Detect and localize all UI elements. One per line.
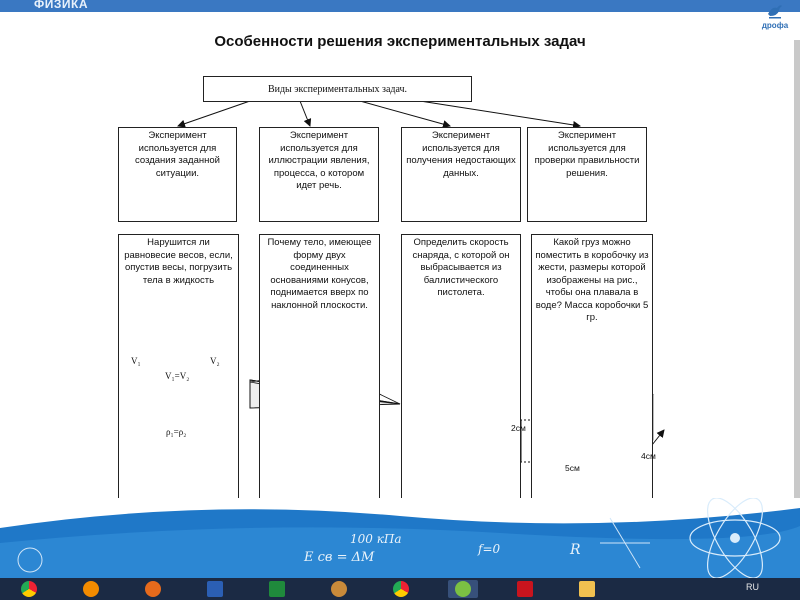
avast-icon[interactable] (76, 580, 106, 598)
example-box-4: Какой груз можно поместить в коробочку и… (531, 234, 653, 499)
footer-formula-3: E св = ΔM (304, 550, 375, 565)
example-box-3: Определить скорость снаряда, с которой о… (401, 234, 521, 499)
root-box: Виды экспериментальных задач. (203, 76, 472, 102)
footer-formula-4: f=0 (478, 542, 501, 556)
volume-equality: V₁=V₂ (165, 371, 190, 381)
slide-edge (794, 40, 800, 585)
paint-icon[interactable] (324, 580, 354, 598)
height-label: 2см (511, 423, 526, 433)
subject-label: ФИЗИКА (34, 0, 88, 11)
category-box-3: Эксперимент используется для получения н… (401, 127, 521, 222)
word-icon[interactable] (200, 580, 230, 598)
footer-formula-1: d³ (560, 512, 574, 527)
files-icon[interactable] (572, 580, 602, 598)
header-bar: ФИЗИКА (0, 0, 800, 12)
bird-logo-icon (768, 5, 782, 19)
taskbar: RU (0, 578, 800, 600)
footer-background (0, 498, 800, 578)
category-box-2: Эксперимент используется для иллюстрации… (259, 127, 379, 222)
logo-text: дрофа (761, 21, 789, 30)
category-box-1: Эксперимент используется для создания за… (118, 127, 237, 222)
footer-formula-5: R (570, 542, 581, 558)
v2-label: V₂ (210, 356, 220, 366)
utorrent-icon[interactable] (448, 580, 478, 598)
example-text-4: Какой груз можно поместить в коробочку и… (535, 237, 649, 323)
example-box-2: Почему тело, имеющее форму двух соединен… (259, 234, 380, 499)
excel-icon[interactable] (262, 580, 292, 598)
example-box-1: Нарушится ли равновесие весов, если, опу… (118, 234, 239, 499)
decorative-footer: d³ 100 кПа E св = ΔM f=0 R (0, 498, 800, 578)
v1-label: V₁ (131, 356, 141, 366)
footer-formula-2: 100 кПа (350, 532, 402, 546)
chrome-icon[interactable] (386, 580, 416, 598)
firefox-icon[interactable] (138, 580, 168, 598)
example-text-3: Определить скорость снаряда, с которой о… (412, 237, 510, 298)
example-text-1: Нарушится ли равновесие весов, если, опу… (124, 237, 233, 286)
publisher-logo: дрофа (752, 2, 798, 44)
width-label: 4см (641, 451, 656, 461)
acrobat-icon[interactable] (510, 580, 540, 598)
chrome-icon[interactable] (14, 580, 44, 598)
page-title: Особенности решения экспериментальных за… (214, 33, 586, 50)
density-equality: ρ₁=ρ₂ (166, 427, 187, 437)
length-label: 5см (565, 463, 580, 473)
category-box-4: Эксперимент используется для проверки пр… (527, 127, 647, 222)
connector-arrows (177, 100, 581, 129)
language-indicator[interactable]: RU (746, 582, 759, 592)
example-text-2: Почему тело, имеющее форму двух соединен… (267, 237, 372, 311)
